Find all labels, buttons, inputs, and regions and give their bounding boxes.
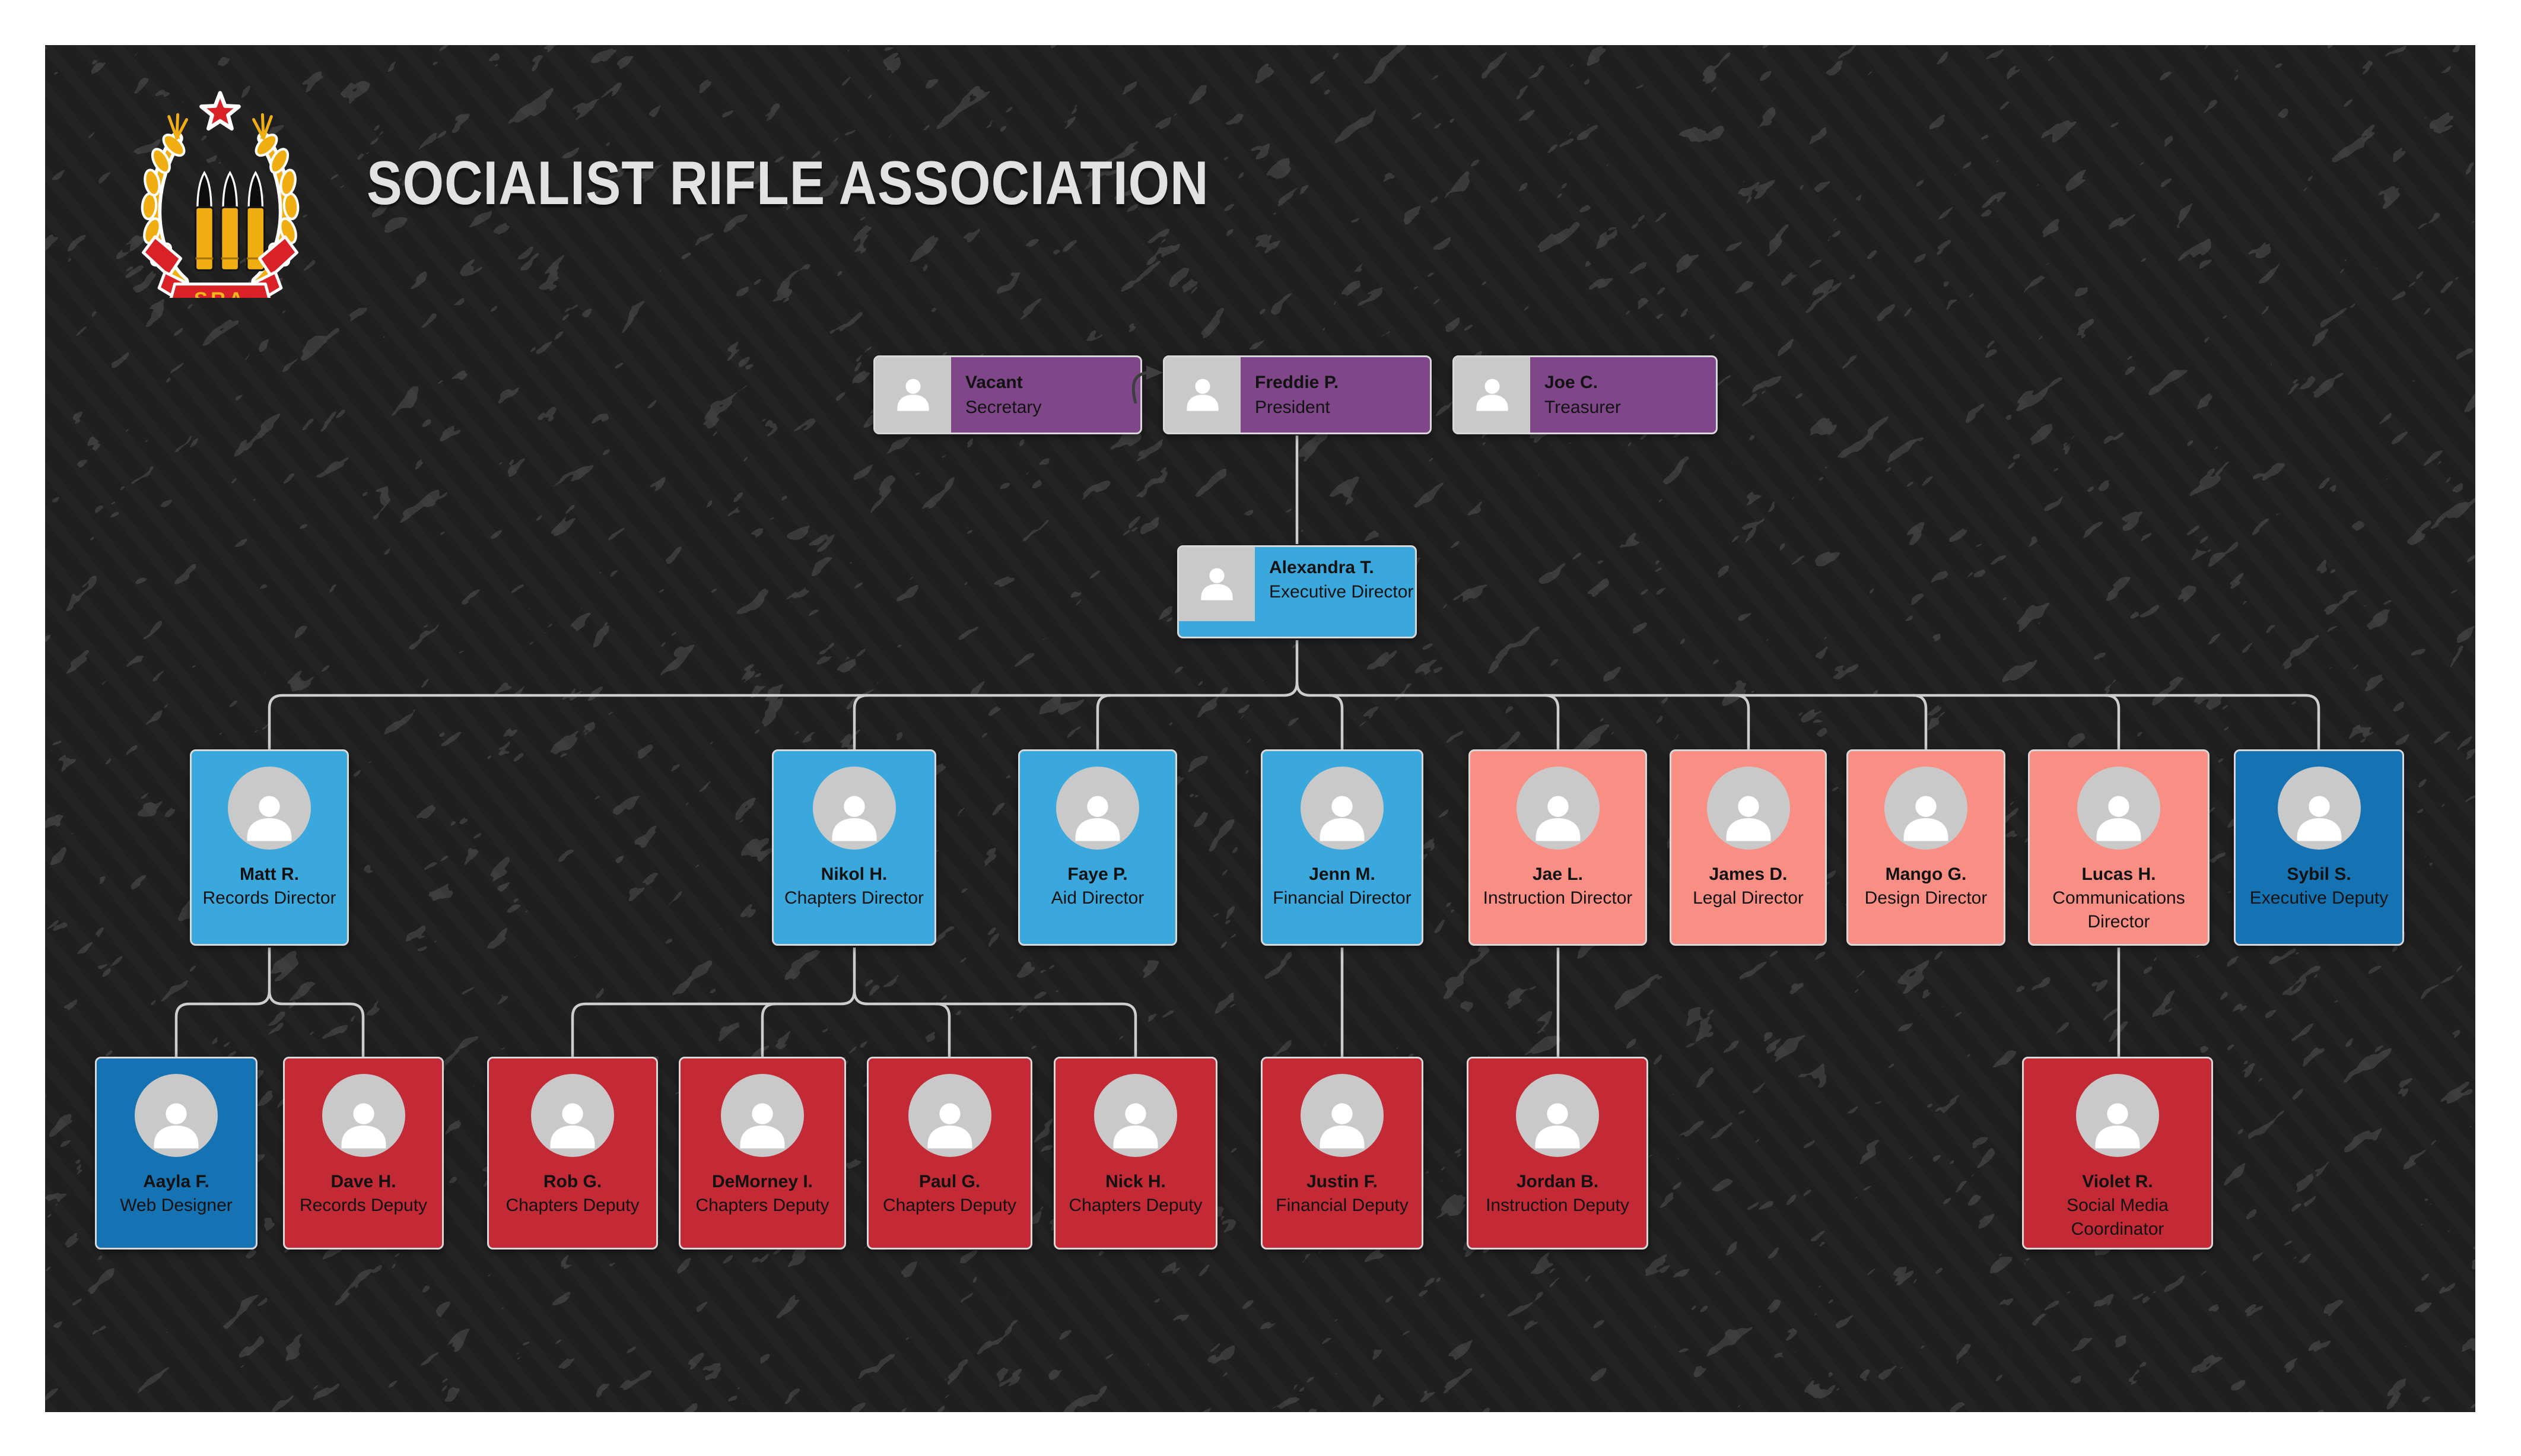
sra-logo: SRA (122, 89, 319, 316)
org-card-instruction-deputy[interactable]: Jordan B. Instruction Deputy (1467, 1057, 1648, 1250)
person-name: Lucas H. (2081, 864, 2156, 884)
org-card-chapters-director[interactable]: Nikol H. Chapters Director (772, 749, 936, 946)
person-name: DeMorney I. (711, 1172, 813, 1191)
person-role: Design Director (1864, 888, 1988, 908)
org-card-executive-director[interactable]: Alexandra T. Executive Director (1177, 545, 1417, 638)
person-name: Dave H. (330, 1172, 396, 1191)
person-role: Chapters Deputy (1069, 1196, 1203, 1215)
avatar (2077, 767, 2160, 850)
person-role: Social Media Coordinator (2067, 1196, 2169, 1239)
org-card-web-designer[interactable]: Aayla F. Web Designer (95, 1057, 257, 1250)
avatar (1516, 1074, 1599, 1157)
avatar (1179, 547, 1255, 621)
avatar (875, 357, 951, 433)
avatar (2076, 1074, 2159, 1157)
org-card-executive-deputy[interactable]: Sybil S. Executive Deputy (2234, 749, 2404, 946)
org-card-social-media-coordinator[interactable]: Violet R. Social Media Coordinator (2022, 1057, 2213, 1250)
avatar (228, 767, 311, 850)
person-role: President (1255, 397, 1330, 417)
person-name: Faye P. (1067, 864, 1128, 884)
org-card-design-director[interactable]: Mango G. Design Director (1846, 749, 2005, 946)
avatar (1706, 767, 1790, 850)
org-card-chapters-deputy-4[interactable]: Nick H. Chapters Deputy (1054, 1057, 1217, 1250)
person-name: Nikol H. (821, 864, 888, 884)
avatar (812, 767, 896, 850)
org-card-treasurer[interactable]: Joe C. Treasurer (1452, 355, 1718, 434)
person-role: Secretary (965, 397, 1042, 417)
avatar (908, 1074, 991, 1157)
person-name: Violet R. (2082, 1172, 2153, 1191)
person-name: Alexandra T. (1269, 558, 1374, 577)
org-card-financial-director[interactable]: Jenn M. Financial Director (1261, 749, 1423, 946)
person-name: Aayla F. (143, 1172, 209, 1191)
avatar (1165, 357, 1241, 433)
avatar (1094, 1074, 1177, 1157)
person-name: Justin F. (1306, 1172, 1378, 1191)
avatar (1301, 767, 1384, 850)
avatar (721, 1074, 804, 1157)
avatar (1884, 767, 1967, 850)
person-name: Joe C. (1544, 372, 1598, 392)
org-card-chapters-deputy-2[interactable]: DeMorney I. Chapters Deputy (679, 1057, 846, 1250)
person-role: Chapters Director (784, 888, 924, 908)
person-name: Matt R. (240, 864, 299, 884)
person-role: Financial Deputy (1276, 1196, 1409, 1215)
person-name: James D. (1709, 864, 1788, 884)
page-title: SOCIALIST RIFLE ASSOCIATION (367, 149, 1209, 218)
red-star-icon (199, 91, 241, 131)
org-card-records-director[interactable]: Matt R. Records Director (190, 749, 349, 946)
person-role: Executive Director (1269, 582, 1414, 602)
person-role: Legal Director (1693, 888, 1804, 908)
org-card-records-deputy[interactable]: Dave H. Records Deputy (283, 1057, 444, 1250)
person-role: Executive Deputy (2249, 888, 2389, 908)
person-name: Sybil S. (2287, 864, 2351, 884)
bullets-icon (194, 170, 266, 272)
org-card-financial-deputy[interactable]: Justin F. Financial Deputy (1261, 1057, 1423, 1250)
person-role: Instruction Director (1483, 888, 1633, 908)
person-name: Jordan B. (1516, 1172, 1599, 1191)
person-role: Web Designer (120, 1196, 233, 1215)
person-role: Chapters Deputy (695, 1196, 829, 1215)
person-name: Jae L. (1532, 864, 1584, 884)
person-role: Chapters Deputy (506, 1196, 640, 1215)
avatar (1301, 1074, 1384, 1157)
avatar (135, 1074, 218, 1157)
person-role: Records Deputy (299, 1196, 428, 1215)
org-card-chapters-deputy-1[interactable]: Rob G. Chapters Deputy (487, 1057, 658, 1250)
org-card-instruction-director[interactable]: Jae L. Instruction Director (1468, 749, 1647, 946)
org-card-communications-director[interactable]: Lucas H. Communications Director (2028, 749, 2210, 946)
avatar (1454, 357, 1530, 433)
org-card-secretary[interactable]: Vacant Secretary (873, 355, 1142, 434)
org-card-aid-director[interactable]: Faye P. Aid Director (1018, 749, 1177, 946)
person-role: Aid Director (1051, 888, 1145, 908)
person-role: Financial Director (1273, 888, 1411, 908)
person-name: Rob G. (543, 1172, 602, 1191)
canvas-grunge-texture (45, 45, 2475, 1412)
person-role: Treasurer (1544, 397, 1621, 417)
avatar (322, 1074, 405, 1157)
org-card-chapters-deputy-3[interactable]: Paul G. Chapters Deputy (867, 1057, 1032, 1250)
person-name: Vacant (965, 372, 1023, 392)
person-role: Communications Director (2052, 888, 2185, 932)
avatar (1056, 767, 1139, 850)
person-role: Records Director (202, 888, 336, 908)
person-role: Instruction Deputy (1486, 1196, 1629, 1215)
org-card-legal-director[interactable]: James D. Legal Director (1670, 749, 1827, 946)
org-card-president[interactable]: Freddie P. President (1163, 355, 1432, 434)
person-role: Chapters Deputy (882, 1196, 1017, 1215)
avatar (1516, 767, 1600, 850)
avatar (531, 1074, 614, 1157)
avatar (2277, 767, 2361, 850)
person-name: Paul G. (918, 1172, 981, 1191)
person-name: Mango G. (1885, 864, 1967, 884)
person-name: Jenn M. (1309, 864, 1375, 884)
person-name: Nick H. (1105, 1172, 1166, 1191)
chart-canvas (45, 45, 2475, 1412)
person-name: Freddie P. (1255, 372, 1339, 392)
